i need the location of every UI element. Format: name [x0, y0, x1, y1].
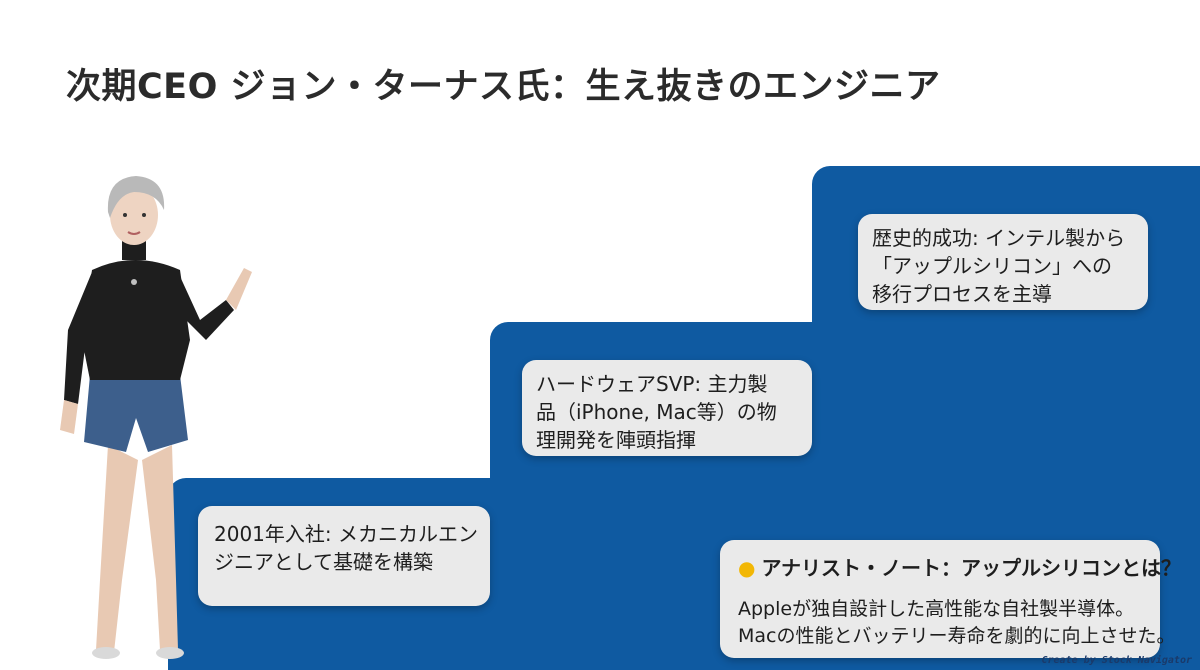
step-card-2: ハードウェアSVP: 主力製 品（iPhone, Mac等）の物 理開発を陣頭指…	[522, 360, 812, 456]
step-card-3-line-1: 歴史的成功: インテル製から	[872, 226, 1126, 250]
step-card-1: 2001年入社: メカニカルエン ジニアとして基礎を構築	[198, 506, 490, 606]
step-card-2-line-1: ハードウェアSVP: 主力製	[536, 372, 768, 396]
lightbulb-icon: ●	[738, 556, 756, 580]
analyst-note-heading: アナリスト・ノート：アップルシリコンとは？	[761, 556, 1182, 580]
step-card-3: 歴史的成功: インテル製から 「アップルシリコン」への 移行プロセスを主導	[858, 214, 1148, 310]
page-title: 次期CEO ジョン・ターナス氏：生え抜きのエンジニア	[66, 67, 941, 107]
step-card-3-line-2: 「アップルシリコン」への	[872, 254, 1112, 278]
step-card-3-line-3: 移行プロセスを主導	[872, 282, 1052, 306]
step-card-1-line-2: ジニアとして基礎を構築	[214, 550, 433, 574]
step-card-2-line-2: 品（iPhone, Mac等）の物	[536, 400, 777, 424]
step-card-1-line-1: 2001年入社: メカニカルエン	[214, 522, 478, 546]
analyst-note-body: Appleが独自設計した高性能な自社製半導体。 Macの性能とバッテリー寿命を劇…	[738, 596, 1176, 649]
presenter-illustration	[60, 176, 252, 659]
analyst-note-line-1: Appleが独自設計した高性能な自社製半導体。	[738, 598, 1135, 620]
watermark: Create by Stock Navigator	[1041, 655, 1192, 666]
analyst-note-card: ● アナリスト・ノート：アップルシリコンとは？ Appleが独自設計した高性能な…	[720, 540, 1181, 658]
step-card-2-line-3: 理開発を陣頭指揮	[536, 428, 696, 452]
analyst-note-line-2: Macの性能とバッテリー寿命を劇的に向上させた。	[738, 624, 1176, 647]
analyst-note-heading-row: ● アナリスト・ノート：アップルシリコンとは？	[738, 554, 1181, 582]
